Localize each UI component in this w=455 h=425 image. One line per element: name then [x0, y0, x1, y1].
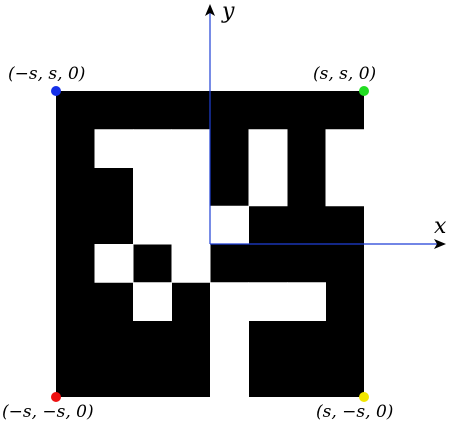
marker-cell: [94, 244, 134, 283]
marker-cell: [171, 205, 211, 245]
marker-cell: [325, 129, 365, 168]
marker-cell: [133, 167, 172, 207]
marker-cell: [325, 167, 365, 207]
y-axis-label: y: [221, 0, 235, 24]
corner-point-top-left: [51, 86, 61, 96]
marker-cell: [210, 358, 249, 398]
corner-label-bottom-left: (−s, −s, 0): [2, 402, 94, 422]
marker-cell: [210, 282, 249, 321]
marker-cell: [210, 205, 249, 245]
marker-cell: [94, 129, 134, 168]
marker-cells: [94, 129, 365, 398]
marker-cell: [248, 282, 288, 321]
corner-point-bottom-right: [359, 392, 369, 402]
marker-cell: [248, 129, 288, 168]
marker-cell: [248, 167, 288, 207]
marker-cell: [133, 129, 172, 168]
marker-cell: [171, 244, 211, 283]
marker-cell: [133, 282, 172, 321]
marker-cell: [171, 167, 211, 207]
marker-cell: [287, 282, 326, 321]
corner-point-top-right: [359, 86, 369, 96]
marker-cell: [210, 320, 249, 360]
marker-cell: [171, 129, 211, 168]
corner-label-top-right: (s, s, 0): [313, 64, 376, 84]
corner-label-bottom-right: (s, −s, 0): [316, 402, 393, 422]
x-axis-label: x: [434, 214, 447, 239]
corner-point-bottom-left: [51, 392, 61, 402]
corner-label-top-left: (−s, s, 0): [8, 64, 85, 84]
marker-cell: [133, 205, 172, 245]
